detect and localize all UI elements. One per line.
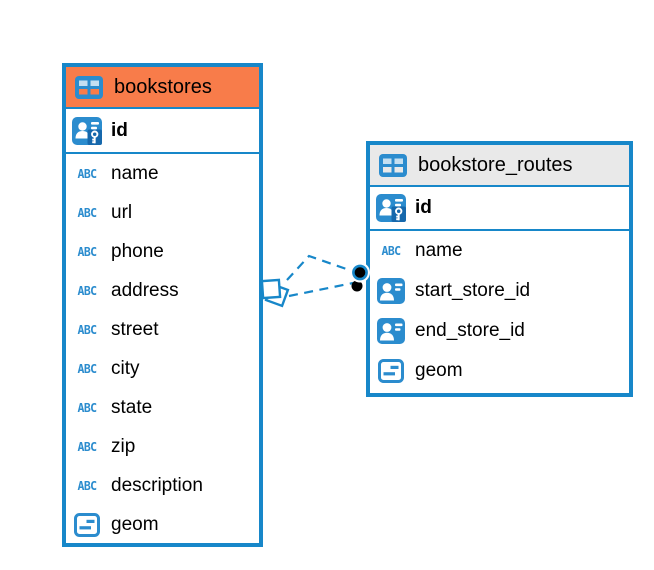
abc-icon: ABC (77, 361, 98, 376)
column-row-name[interactable]: ABC name (370, 231, 629, 271)
column-name: description (111, 474, 203, 496)
table-title: bookstore_routes (418, 153, 573, 176)
column-name: city (111, 357, 140, 379)
column-name: id (111, 119, 128, 141)
abc-icon: ABC (77, 166, 98, 181)
column-name: address (111, 279, 179, 301)
abc-icon: ABC (77, 322, 98, 337)
column-name: url (111, 201, 133, 223)
column-row-start_store_id[interactable]: start_store_id (370, 271, 629, 311)
column-row-end_store_id[interactable]: end_store_id (370, 311, 629, 351)
person-key-icon (375, 194, 407, 222)
column-name: name (415, 240, 463, 261)
table-header[interactable]: bookstores (66, 67, 259, 109)
column-row-geom[interactable]: geom (370, 351, 629, 391)
person-ref-icon (375, 318, 407, 344)
column-row-description[interactable]: ABC description (66, 466, 259, 505)
table-header[interactable]: bookstore_routes (370, 145, 629, 187)
pk-column-row-id[interactable]: id (66, 109, 259, 152)
geometry-icon (375, 359, 407, 383)
pk-column-row-id[interactable]: id (370, 187, 629, 229)
column-name: zip (111, 435, 136, 457)
column-name: start_store_id (415, 280, 531, 301)
column-row-zip[interactable]: ABC zip (66, 427, 259, 466)
table-title: bookstores (114, 75, 212, 98)
column-row-geom[interactable]: geom (66, 505, 259, 544)
abc-icon: ABC (77, 439, 98, 454)
column-name: street (111, 318, 159, 340)
primary-key-section: id (66, 109, 259, 154)
many-end-marker[interactable] (260, 278, 290, 308)
abc-icon: ABC (77, 400, 98, 415)
column-row-state[interactable]: ABC state (66, 388, 259, 427)
abc-icon: ABC (381, 243, 402, 259)
column-name: phone (111, 240, 164, 262)
abc-icon: ABC (77, 205, 98, 220)
column-row-address[interactable]: ABC address (66, 271, 259, 310)
relationship-line-1[interactable] (286, 254, 356, 281)
abc-icon: ABC (77, 478, 98, 493)
relationship-line-2[interactable] (288, 281, 354, 298)
column-name: geom (111, 513, 159, 535)
column-row-url[interactable]: ABC url (66, 193, 259, 232)
column-name: id (415, 197, 432, 218)
table-bookstore-routes[interactable]: bookstore_routes id ABC name start_store_i… (366, 141, 633, 397)
column-name: state (111, 396, 153, 418)
column-row-name[interactable]: ABC name (66, 154, 259, 193)
table-icon (377, 153, 409, 177)
column-name: end_store_id (415, 320, 525, 341)
column-name: name (111, 162, 159, 184)
column-row-phone[interactable]: ABC phone (66, 232, 259, 271)
table-icon (73, 75, 105, 99)
primary-key-section: id (370, 187, 629, 231)
geometry-icon (71, 512, 103, 537)
column-row-street[interactable]: ABC street (66, 310, 259, 349)
abc-icon: ABC (77, 283, 98, 298)
abc-icon: ABC (77, 244, 98, 259)
column-name: geom (415, 360, 463, 381)
person-ref-icon (375, 278, 407, 304)
person-key-icon (71, 116, 103, 145)
column-row-city[interactable]: ABC city (66, 349, 259, 388)
